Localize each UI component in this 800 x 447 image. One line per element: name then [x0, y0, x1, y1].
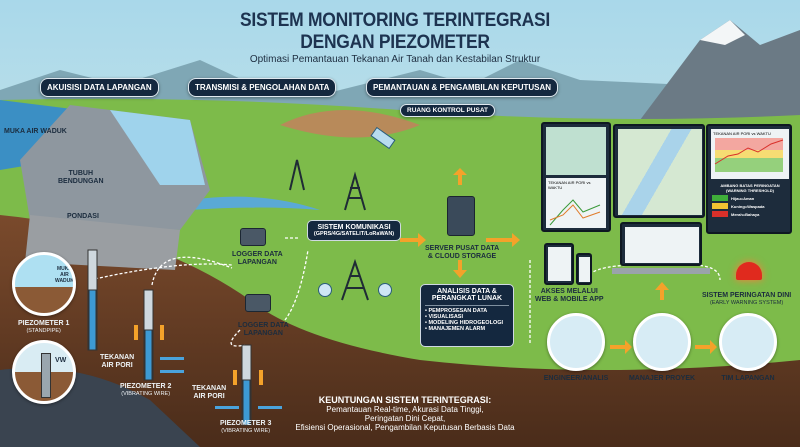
data-logger-icon [240, 228, 266, 246]
server-label: SERVER PUSAT DATA& CLOUD STORAGE [425, 245, 500, 261]
title-line-1: SISTEM MONITORING TERINTEGRASI [240, 10, 550, 31]
role-engineer: ENGINEER/ANALIS [543, 375, 609, 382]
open-pit-mine [280, 110, 420, 138]
piezometer-tubes [87, 249, 252, 426]
control-desk [612, 268, 710, 274]
pressure-chart-left: TEKANAN AIR PORI vs WAKTU [546, 178, 606, 228]
analysis-item: • MODELING HIDROGEOLOGI [425, 320, 504, 326]
analysis-box: ANALISIS DATA &PERANGKAT LUNAK • PEMPROS… [420, 284, 514, 347]
analysis-item: • MANAJEMEN ALARM [425, 326, 486, 332]
benefits-line-3: Efisiensi Operasional, Pengambilan Keput… [295, 423, 515, 432]
manager-avatar [633, 313, 691, 371]
piezometer-1-label: PIEZOMETER 1(STANDPIPE) [18, 320, 70, 335]
antenna-icon [318, 283, 332, 297]
orange-arrows [134, 168, 717, 385]
vibrating-wire-inset: VW [12, 340, 76, 404]
benefits-block: KEUNTUNGAN SISTEM TERINTEGRASI: Pemantau… [280, 395, 530, 432]
communication-system-box: SISTEM KOMUNIKASI(GPRS/4G/SATELIT/LoRaWA… [307, 220, 401, 241]
satellite-icon [370, 126, 396, 150]
data-logger-icon [245, 294, 271, 312]
foundation-label: PONDASI [67, 213, 99, 220]
server-icon [447, 196, 475, 236]
piezometer-2-label: PIEZOMETER 2(VIBRATING WIRE) [120, 383, 172, 398]
ews-label: SISTEM PERINGATAN DINI(EARLY WARNING SYS… [702, 292, 792, 307]
vw-label: VW [55, 357, 67, 364]
pressure-chart-right: TEKANAN AIR PORI vs WAKTU [711, 129, 789, 179]
dam-foundation [25, 215, 180, 270]
tablet-icon [544, 243, 574, 285]
role-field-team: TIM LAPANGAN [721, 375, 775, 382]
control-room-label: RUANG KONTROL PUSAT [400, 104, 496, 117]
title-line-2: DENGAN PIEZOMETER [300, 32, 490, 53]
tower-icon [289, 159, 369, 301]
analysis-item: • PEMPROSESAN DATA [425, 308, 488, 314]
piezometer-3-label: PIEZOMETER 3(VIBRATING WIRE) [220, 420, 272, 435]
benefits-line-2: Peringatan Dini Cepat, [364, 414, 446, 423]
monitor-map [613, 124, 705, 218]
vw-sensor-icon [41, 353, 51, 398]
reservoir-level-label: MUKA AIR WADUK [4, 128, 67, 135]
threshold-yellow: Kuning=Waspada [712, 203, 788, 209]
benefits-title: KEUNTUNGAN SISTEM TERINTEGRASI: [318, 395, 492, 405]
threshold-green: Hijau=Aman [712, 195, 788, 201]
mountain [640, 20, 800, 140]
subtitle: Optimasi Pemantauan Tekanan Air Tanah da… [249, 54, 541, 65]
phone-icon [576, 253, 592, 285]
alarm-siren-icon [736, 262, 762, 280]
cloud-icon [378, 283, 392, 297]
section-transmission: TRANSMISI & PENGOLAHAN DATA [188, 78, 337, 97]
map-view [546, 127, 606, 175]
section-monitoring: PEMANTAUAN & PENGAMBILAN KEPUTUSAN [366, 78, 559, 97]
engineer-avatar [547, 313, 605, 371]
desk-monitor [620, 222, 702, 266]
role-manager: MANAJER PROYEK [628, 375, 696, 382]
benefits-line-1: Pemantauan Real-time, Akurasi Data Tingg… [326, 405, 484, 414]
threshold-legend: AMBANG BATAS PERINGATAN(WARNING THRESHOL… [712, 183, 788, 217]
threshold-red: Merah=Bahaya [712, 211, 788, 217]
field-team-avatar [719, 313, 777, 371]
monitor-left: TEKANAN AIR PORI vs WAKTU [541, 122, 611, 232]
section-acquisition: AKUISISI DATA LAPANGAN [40, 78, 159, 97]
monitor-right: TEKANAN AIR PORI vs WAKTU AMBANG BATAS P… [706, 124, 792, 234]
soil-layer [0, 215, 800, 447]
analysis-item: • VISUALISASI [425, 314, 464, 320]
pressure-arrows [160, 357, 282, 409]
